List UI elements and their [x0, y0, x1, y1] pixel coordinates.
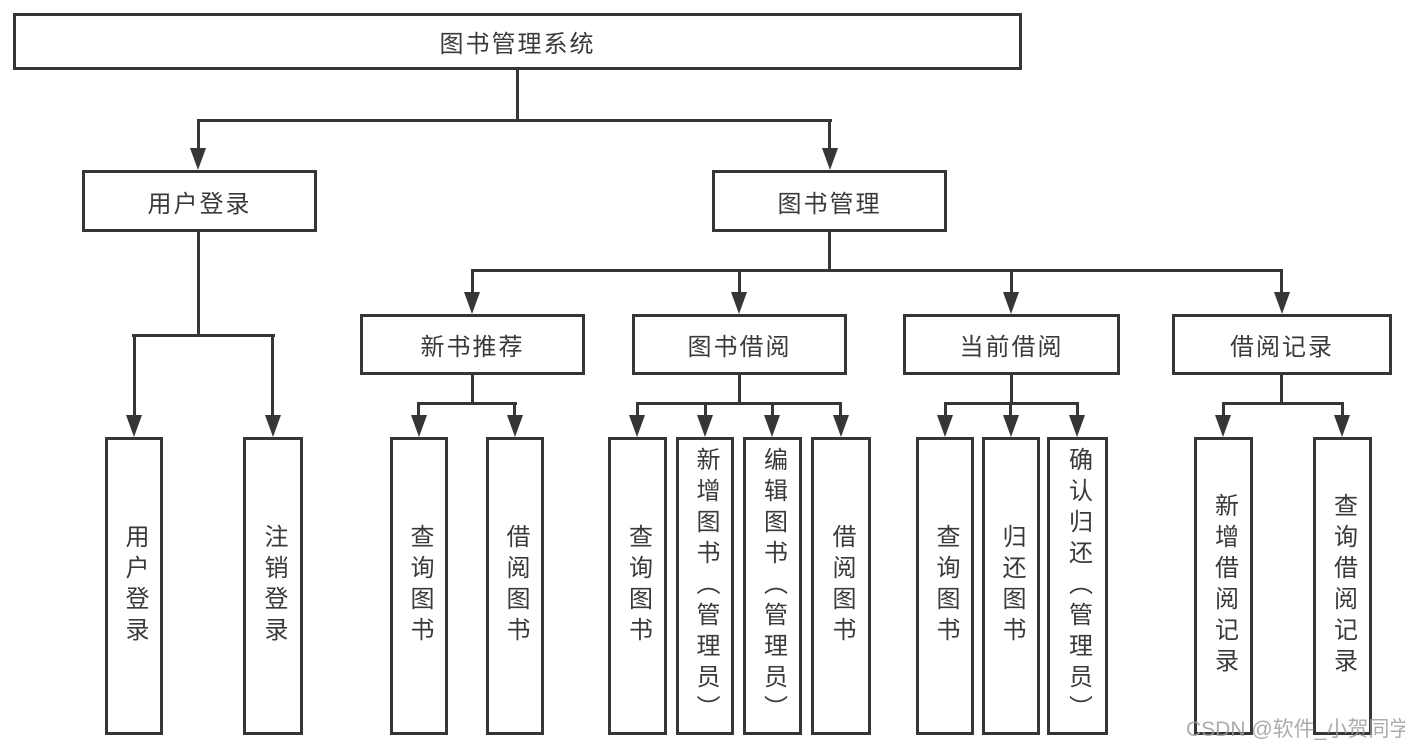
leaf-borrow-books-recommendation: 借阅图书 [486, 437, 544, 735]
connector-line [1010, 375, 1013, 405]
leaf-logout: 注销登录 [243, 437, 303, 735]
connector-line [944, 402, 947, 416]
watermark: CSDN @软件_小贺同学 [1186, 718, 1405, 741]
arrow-down-icon [1003, 292, 1019, 314]
connector-line [133, 334, 136, 416]
arrow-down-icon [265, 415, 281, 437]
node-library-management-system: 图书管理系统 [13, 13, 1022, 70]
connector-line [636, 402, 639, 416]
leaf-query-books-current: 查询图书 [916, 437, 974, 735]
node-new-book-recommendation: 新书推荐 [360, 314, 585, 375]
arrow-down-icon [1003, 415, 1019, 437]
node-user-login: 用户登录 [82, 170, 317, 232]
connector-line [471, 375, 474, 405]
node-book-borrowing: 图书借阅 [632, 314, 847, 375]
connector-line [132, 334, 275, 337]
connector-line [271, 334, 274, 416]
leaf-return-books: 归还图书 [982, 437, 1040, 735]
arrow-down-icon [1274, 292, 1290, 314]
node-current-borrowing: 当前借阅 [903, 314, 1120, 375]
arrow-down-icon [822, 148, 838, 170]
leaf-edit-book-admin: 编辑图书（管理员） [743, 437, 802, 735]
leaf-add-borrow-record: 新增借阅记录 [1194, 437, 1253, 735]
connector-line [1222, 402, 1225, 416]
connector-line [471, 269, 474, 294]
leaf-query-borrow-record: 查询借阅记录 [1313, 437, 1372, 735]
arrow-down-icon [1334, 415, 1350, 437]
leaf-add-book-admin: 新增图书（管理员） [676, 437, 734, 735]
node-borrowing-records: 借阅记录 [1172, 314, 1392, 375]
connector-line [417, 402, 420, 416]
arrow-down-icon [464, 292, 480, 314]
arrow-down-icon [697, 415, 713, 437]
connector-line [828, 232, 831, 272]
connector-line [738, 269, 741, 294]
connector-line [197, 119, 200, 150]
connector-line [1009, 402, 1012, 416]
arrow-down-icon [731, 292, 747, 314]
connector-line [1280, 375, 1283, 405]
connector-line [513, 402, 516, 416]
connector-line [1341, 402, 1344, 416]
arrow-down-icon [1215, 415, 1231, 437]
arrow-down-icon [629, 415, 645, 437]
arrow-down-icon [126, 415, 142, 437]
connector-line [704, 402, 707, 416]
leaf-query-books-recommendation: 查询图书 [390, 437, 448, 735]
connector-line [1280, 269, 1283, 294]
connector-line [1222, 402, 1343, 405]
connector-line [471, 269, 1283, 272]
connector-line [197, 232, 200, 336]
leaf-confirm-return-admin: 确认归还（管理员） [1047, 437, 1108, 735]
arrow-down-icon [833, 415, 849, 437]
connector-line [771, 402, 774, 416]
arrow-down-icon [937, 415, 953, 437]
leaf-query-books-borrowing: 查询图书 [608, 437, 667, 735]
connector-line [636, 402, 842, 405]
connector-line [1076, 402, 1079, 416]
node-book-management: 图书管理 [712, 170, 947, 232]
leaf-borrow-books: 借阅图书 [811, 437, 871, 735]
connector-line [417, 402, 517, 405]
leaf-user-login: 用户登录 [105, 437, 163, 735]
connector-line [516, 70, 519, 119]
arrow-down-icon [507, 415, 523, 437]
arrow-down-icon [190, 148, 206, 170]
connector-line [197, 119, 832, 122]
connector-line [738, 375, 741, 405]
connector-line [839, 402, 842, 416]
connector-line [1010, 269, 1013, 294]
connector-line [828, 119, 831, 150]
arrow-down-icon [411, 415, 427, 437]
arrow-down-icon [764, 415, 780, 437]
arrow-down-icon [1069, 415, 1085, 437]
